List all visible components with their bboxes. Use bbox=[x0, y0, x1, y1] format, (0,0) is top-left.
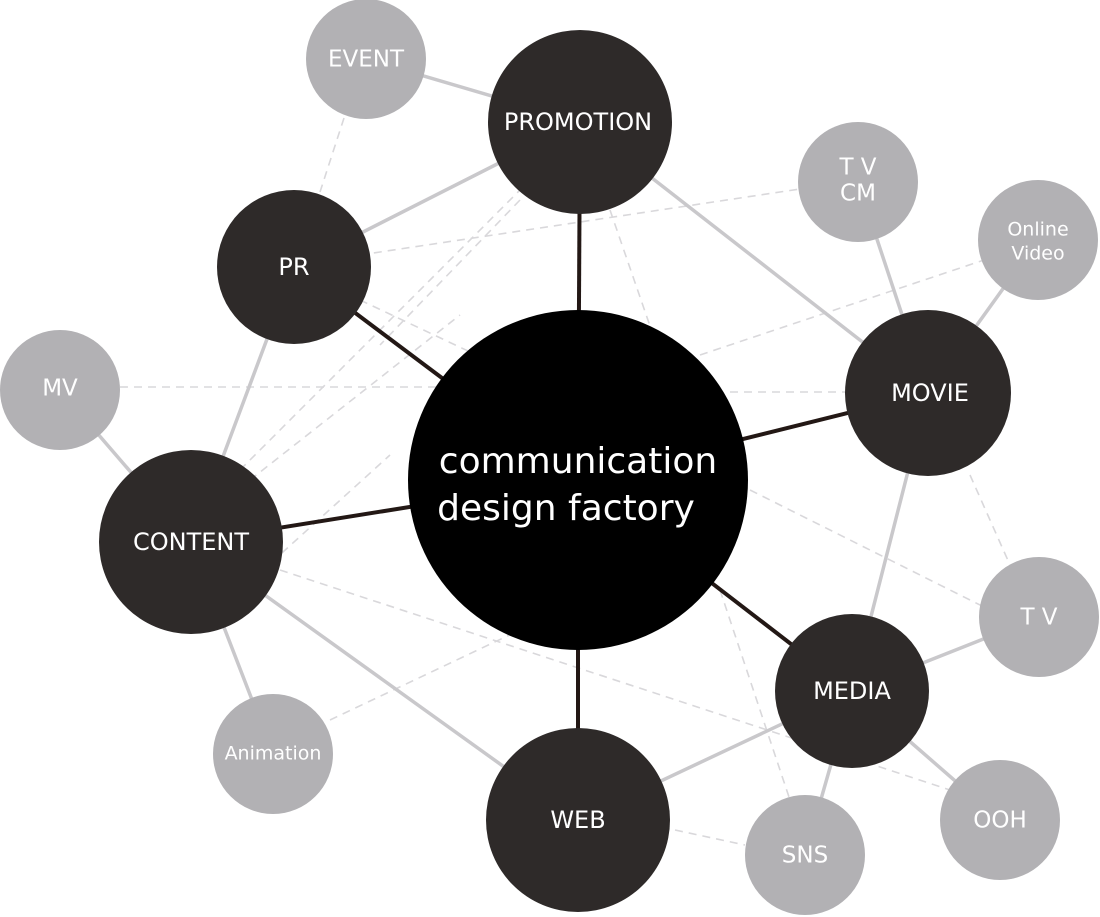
ooh-label: OOH bbox=[973, 808, 1027, 834]
pr-label: PR bbox=[278, 253, 309, 281]
node-sns: SNS bbox=[745, 795, 865, 915]
node-mv: MV bbox=[0, 330, 120, 450]
node-online-video: Online Video bbox=[978, 180, 1098, 300]
node-content: CONTENT bbox=[99, 450, 283, 634]
web-label: WEB bbox=[550, 806, 605, 834]
movie-label: MOVIE bbox=[891, 379, 969, 407]
node-promotion: PROMOTION bbox=[488, 30, 672, 214]
node-movie: MOVIE bbox=[845, 310, 1011, 476]
animation-label: Animation bbox=[225, 743, 322, 765]
tv-label: T V bbox=[1019, 605, 1057, 631]
node-tv-cm: T V CM bbox=[798, 122, 918, 242]
center-label-line2: design factory bbox=[437, 488, 695, 529]
node-event: EVENT bbox=[306, 0, 426, 119]
node-center: communication design factory bbox=[408, 310, 748, 650]
tv-cm-label-line2: CM bbox=[840, 181, 876, 207]
mv-label: MV bbox=[42, 376, 78, 402]
node-animation: Animation bbox=[213, 694, 333, 814]
node-ooh: OOH bbox=[940, 760, 1060, 880]
node-tv: T V bbox=[979, 557, 1099, 677]
sns-label: SNS bbox=[782, 843, 828, 869]
node-web: WEB bbox=[486, 728, 670, 912]
node-pr: PR bbox=[217, 190, 371, 344]
online-video-label-line2: Video bbox=[1011, 243, 1064, 265]
event-label: EVENT bbox=[328, 47, 405, 73]
media-label: MEDIA bbox=[813, 677, 891, 705]
online-video-label-line1: Online bbox=[1007, 219, 1068, 241]
center-label-line1: communication bbox=[439, 441, 717, 482]
content-label: CONTENT bbox=[133, 528, 249, 556]
tv-cm-label-line1: T V bbox=[838, 155, 876, 181]
promotion-label: PROMOTION bbox=[504, 108, 652, 136]
node-media: MEDIA bbox=[775, 614, 929, 768]
